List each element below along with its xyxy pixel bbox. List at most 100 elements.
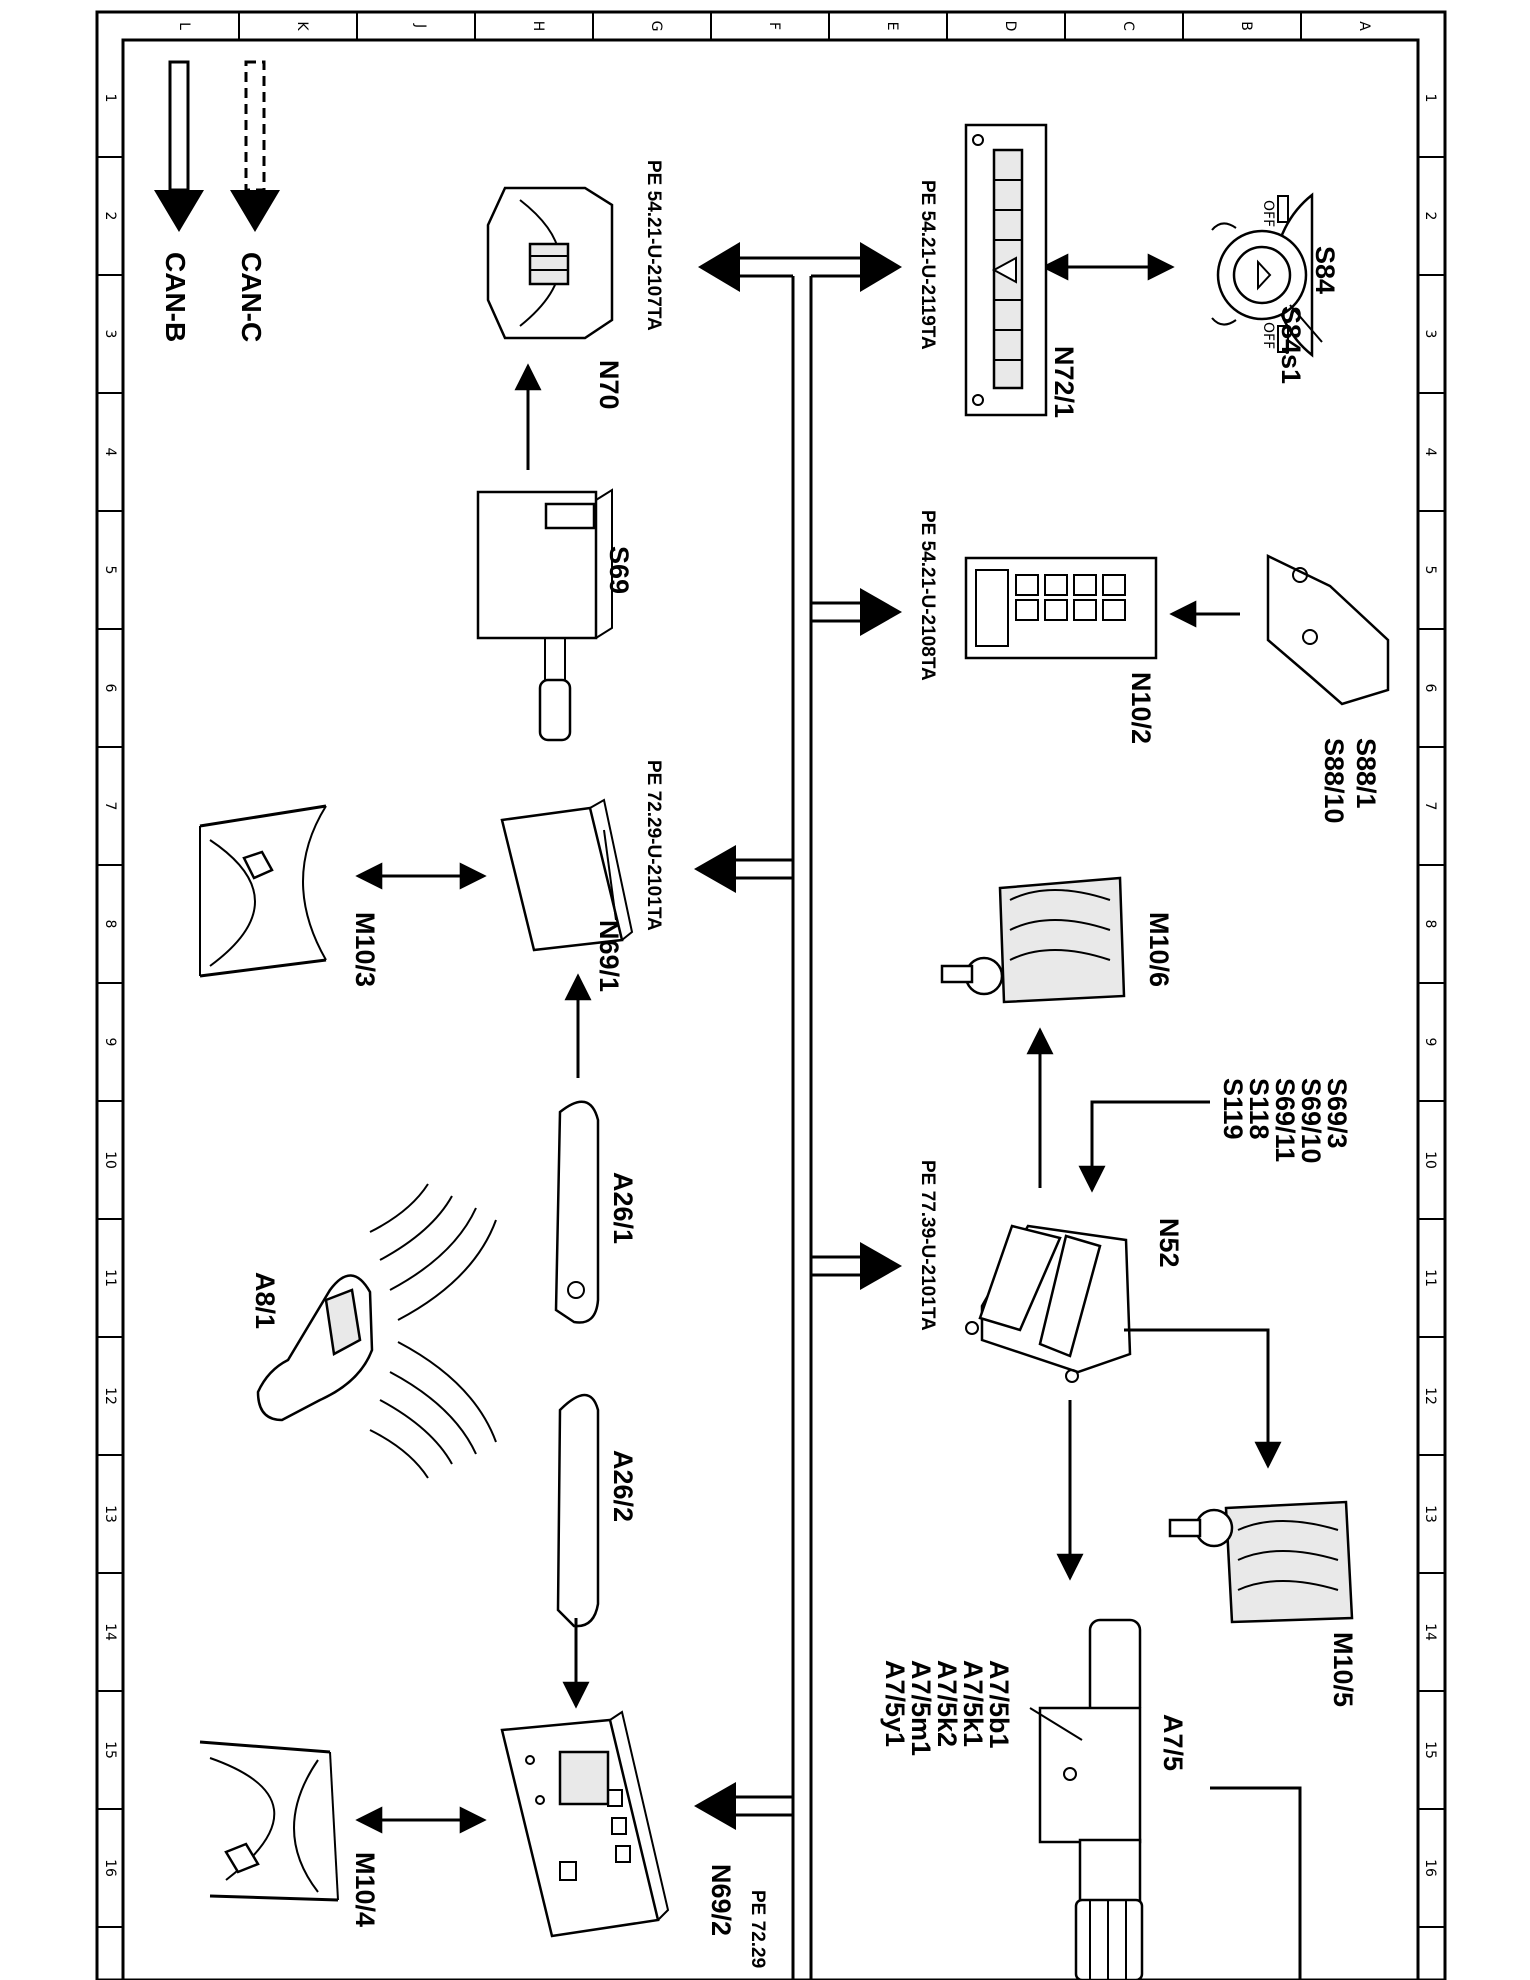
grid-number: 8 (1422, 920, 1438, 929)
grid-number: 14 (1422, 1623, 1438, 1641)
can-bus-lines (694, 242, 902, 1980)
m10-5-label: M10/5 (1328, 1632, 1358, 1707)
grid-number: 7 (1422, 802, 1438, 811)
grid-number: 9 (1422, 1038, 1438, 1047)
grid-letter: C (1120, 21, 1136, 31)
a8-1-label: A8/1 (250, 1272, 280, 1329)
grid-number: 12 (1422, 1387, 1438, 1405)
can-b-legend-arrow (154, 60, 204, 232)
n69-2-reference: PE 72.29 (747, 1890, 768, 1968)
n52-label: N52 (1154, 1218, 1184, 1268)
bus-arrow-n69-1 (694, 845, 736, 893)
n52-reference: PE 77.39-U-2101TA (917, 1160, 938, 1331)
grid-number: 12 (102, 1387, 118, 1405)
s69-3-label: S69/3 (1322, 1078, 1352, 1149)
bus-arrow-n52 (860, 1242, 902, 1290)
legend: CAN-B CAN-C (154, 60, 280, 342)
n69-1-door-module-component (500, 798, 634, 952)
grid-number: 7 (102, 802, 118, 811)
grid-number: 11 (102, 1269, 118, 1287)
n52-to-m10-5-arrow (1124, 1328, 1282, 1469)
grid-number: 13 (102, 1505, 118, 1523)
bus-arrow-n10-2 (860, 588, 902, 636)
grid-number: 11 (1422, 1269, 1438, 1287)
grid-number: 1 (102, 94, 118, 103)
grid-number: 1 (1422, 94, 1438, 103)
n10-2-fusebox-component (964, 556, 1158, 660)
grid-number: 10 (1422, 1151, 1438, 1169)
a7-5k2-label: A7/5k2 (932, 1660, 962, 1747)
m10-3-window-regulator-component (199, 804, 327, 978)
grid-number: 14 (102, 1623, 118, 1641)
s118-label: S118 (1244, 1078, 1274, 1140)
a26-2-label: A26/2 (608, 1450, 638, 1522)
off-label-2: OFF (1260, 322, 1276, 349)
grid-numbers-right: 1 2 3 4 5 6 7 8 9 10 11 12 13 14 15 16 (1422, 94, 1438, 1877)
a7-5-steering-lock-component (1029, 1618, 1144, 1980)
s88-1-label: S88/1 (1351, 738, 1381, 809)
s84-label: S84 (1310, 246, 1340, 294)
n69-2-label: N69/2 (706, 1864, 736, 1936)
n69-1-label: N69/1 (594, 920, 624, 992)
can-b-label: CAN-B (160, 252, 191, 342)
a26-1-label: A26/1 (608, 1172, 638, 1244)
s69-switch-component (476, 488, 613, 742)
s69-10-label: S69/10 (1296, 1078, 1326, 1164)
grid-number: 10 (102, 1151, 118, 1169)
grid-letters: L K J H G F E D C B A (176, 21, 1372, 32)
grid-number: 16 (102, 1859, 118, 1877)
s88-bracket-component (1266, 554, 1390, 706)
s84-switch-component: OFF OFF (1211, 192, 1323, 358)
n72-1-reference: PE 54.21-U-2119TA (917, 180, 938, 350)
grid-number: 2 (1422, 212, 1438, 221)
a7-5-label: A7/5 (1158, 1714, 1188, 1771)
can-c-label: CAN-C (236, 252, 267, 342)
grid-letter: L (176, 22, 192, 30)
s69-11-label: S69/11 (1270, 1078, 1300, 1162)
s88-10-label: S88/10 (1319, 738, 1349, 824)
can-c-legend-arrow (230, 60, 280, 232)
n70-label: N70 (594, 360, 624, 410)
n72-1-panel-component (964, 123, 1048, 417)
s69-label: S69 (604, 546, 634, 594)
grid-number: 13 (1422, 1505, 1438, 1523)
a7-5y1-label: A7/5y1 (880, 1660, 910, 1747)
m10-4-window-regulator-component (199, 1740, 339, 1902)
grid-letter: D (1002, 21, 1018, 32)
bus-arrow-n70 (698, 242, 740, 292)
grid-numbers-left: 1 2 3 4 5 6 7 8 9 10 11 12 13 14 15 16 (102, 94, 118, 1877)
grid-number: 15 (1422, 1741, 1438, 1759)
switches-to-n52-arrow (1078, 1100, 1210, 1193)
bus-arrow-n69-2 (694, 1782, 736, 1830)
m10-6-motor-component (940, 876, 1126, 1004)
n69-1-reference: PE 72.29-U-2101TA (643, 760, 664, 931)
grid-letter: G (648, 21, 664, 32)
grid-number: 15 (102, 1741, 118, 1759)
grid-number: 4 (102, 448, 118, 457)
grid-number: 2 (102, 212, 118, 221)
s119-label: S119 (1218, 1078, 1248, 1140)
m10-3-label: M10/3 (350, 912, 380, 987)
grid-letter: J (412, 23, 428, 28)
a26-2-door-handle-component (556, 1393, 600, 1628)
grid-number: 6 (102, 684, 118, 693)
grid-letter: H (530, 21, 546, 32)
a7-5b1-label: A7/5b1 (984, 1660, 1014, 1749)
n10-2-reference: PE 54.21-U-2108TA (917, 510, 938, 681)
grid-number: 3 (1422, 330, 1438, 339)
n70-reference: PE 54.21-U-2107TA (643, 160, 664, 331)
grid-number: 5 (1422, 566, 1438, 575)
grid-letter: E (884, 22, 900, 31)
radio-waves-icon (369, 1183, 497, 1479)
grid-letter: K (294, 21, 310, 31)
grid-number: 16 (1422, 1859, 1438, 1877)
a8-1-transmitter-key-component (256, 1274, 374, 1422)
bus-arrow-n72-1 (860, 242, 902, 292)
grid-number: 8 (102, 920, 118, 929)
grid-number: 9 (102, 1038, 118, 1047)
grid-number: 3 (102, 330, 118, 339)
a7-5m1-label: A7/5m1 (906, 1660, 936, 1756)
grid-number: 6 (1422, 684, 1438, 693)
grid-number: 4 (1422, 448, 1438, 457)
off-label-1: OFF (1260, 200, 1276, 227)
